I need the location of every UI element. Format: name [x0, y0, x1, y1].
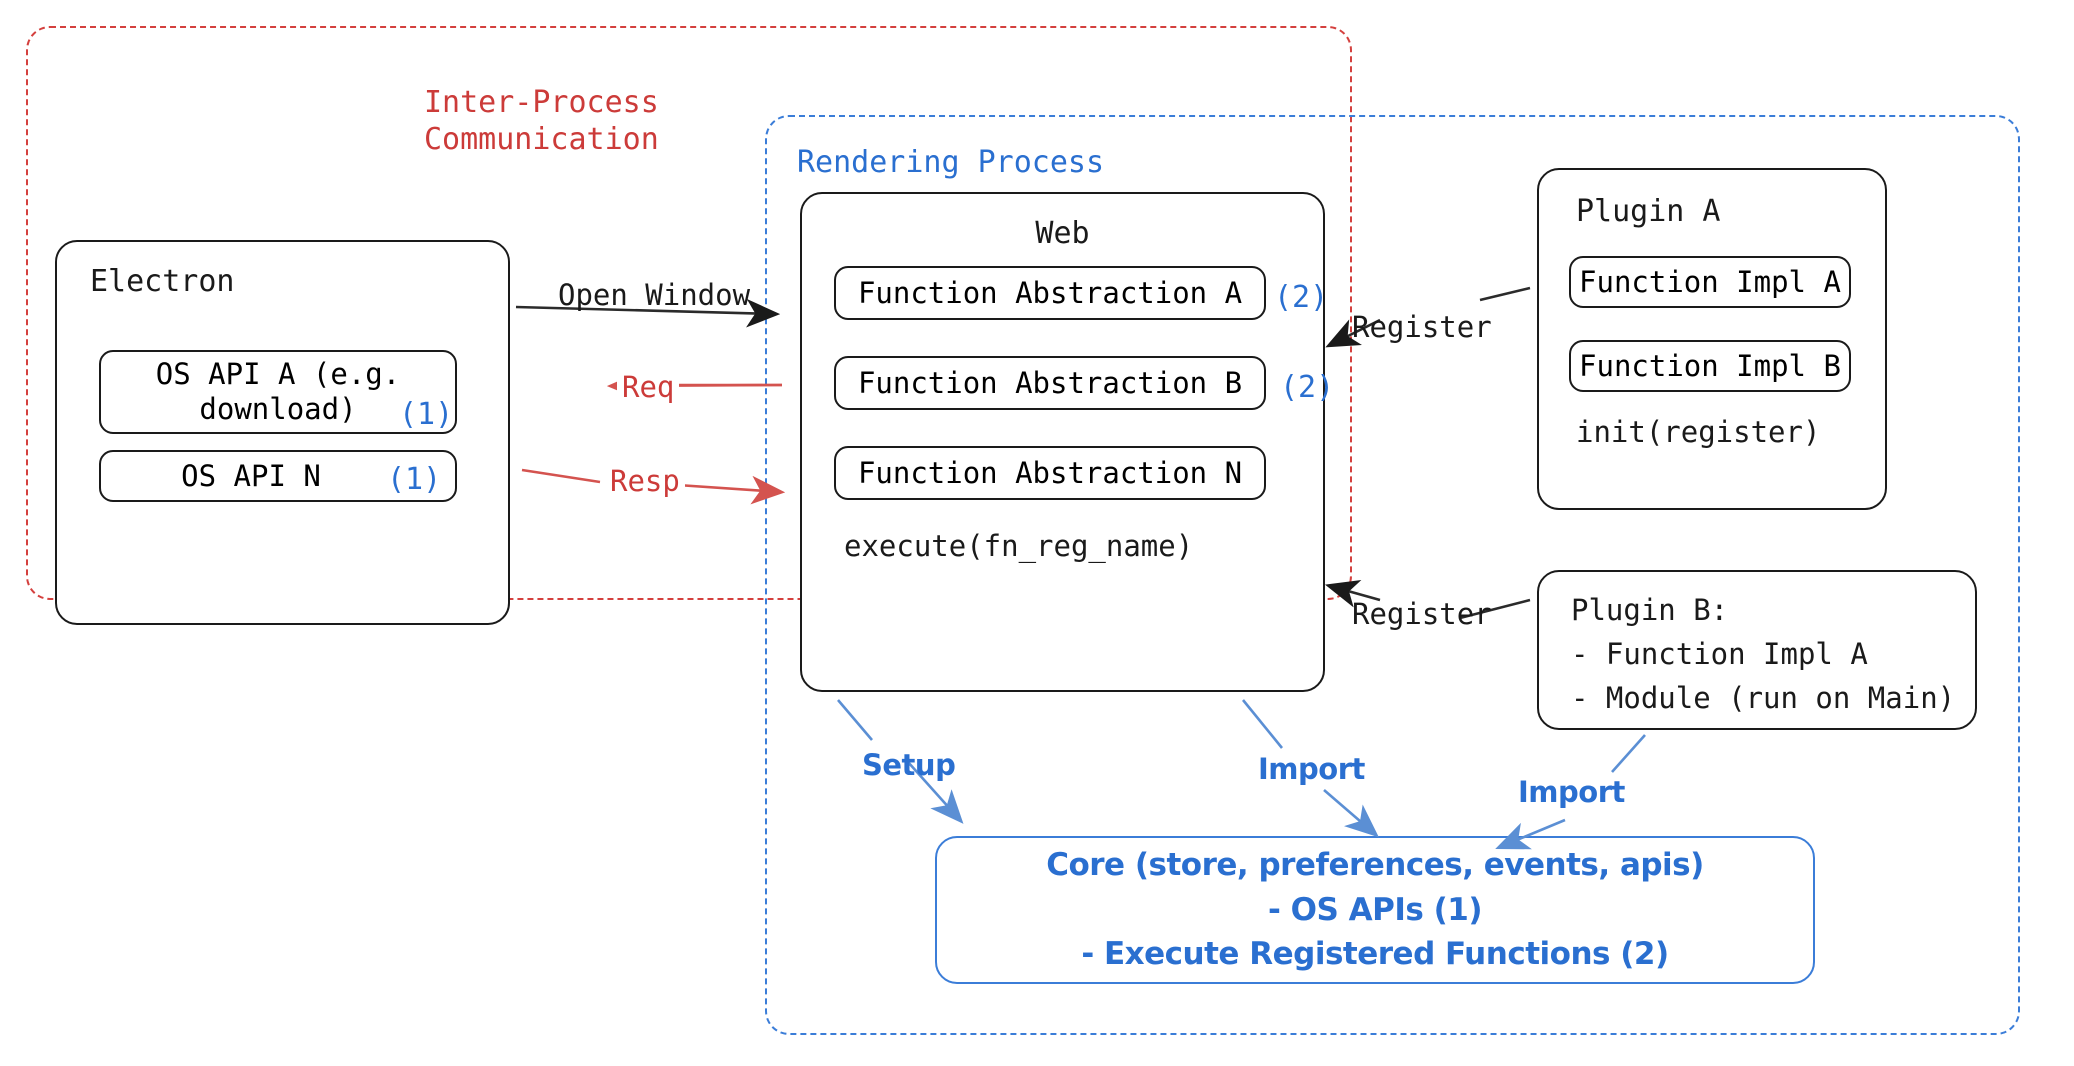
arrow-register-b-label: Register — [1352, 597, 1492, 631]
arrow-req-label: Req — [617, 370, 680, 406]
os-api-n-label: OS API N — [181, 459, 321, 493]
os-api-n-marker: (1) — [387, 462, 442, 497]
function-abstraction-b-label: Function Abstraction B — [857, 366, 1243, 400]
function-abstraction-a-label: Function Abstraction A — [857, 276, 1243, 310]
plugin-b-module: - Module (run on Main) — [1571, 681, 1956, 715]
rendering-process-label: Rendering Process — [797, 145, 1105, 180]
plugin-a-function-impl-a-box: Function Impl A — [1569, 256, 1851, 308]
function-abstraction-b-marker: (2) — [1280, 370, 1335, 405]
os-api-a-box: OS API A (e.g. download) — [99, 350, 457, 434]
function-abstraction-n-box: Function Abstraction N — [834, 446, 1266, 500]
arrow-setup-label: Setup — [862, 748, 956, 782]
function-abstraction-b-box: Function Abstraction B — [834, 356, 1266, 410]
arrow-import-web-label: Import — [1258, 752, 1365, 786]
core-box: Core (store, preferences, events, apis) … — [935, 836, 1815, 984]
arrow-resp-label: Resp — [605, 464, 685, 500]
rendering-process-region-boundary — [765, 115, 2020, 1035]
core-line-3: - Execute Registered Functions (2) — [1081, 936, 1669, 973]
web-box: Web Function Abstraction A (2) Function … — [800, 192, 1334, 692]
core-line-2: - OS APIs (1) — [1267, 891, 1483, 928]
function-abstraction-a-marker: (2) — [1274, 280, 1329, 315]
plugin-b-title: Plugin B: — [1571, 593, 1729, 627]
arrow-register-a-label: Register — [1352, 310, 1492, 344]
plugin-b-box: Plugin B: - Function Impl A - Module (ru… — [1537, 570, 1977, 730]
arrow-open-window-label: Open Window — [558, 278, 751, 312]
plugin-a-function-impl-b-box: Function Impl B — [1569, 340, 1851, 392]
ipc-region-boundary — [26, 26, 1352, 600]
plugin-a-box: Plugin A Function Impl A Function Impl B… — [1537, 168, 1887, 510]
plugin-a-title: Plugin A — [1576, 194, 1721, 229]
plugin-a-init-label: init(register) — [1576, 415, 1821, 449]
os-api-n-box: OS API N — [99, 450, 457, 502]
web-title: Web — [1035, 216, 1090, 251]
electron-box: Electron OS API A (e.g. download) (1) OS… — [55, 240, 510, 625]
os-api-a-label: OS API A (e.g. download) — [155, 357, 401, 426]
electron-title: Electron — [90, 264, 235, 299]
web-execute-label: execute(fn_reg_name) — [844, 529, 1194, 563]
function-abstraction-n-label: Function Abstraction N — [857, 456, 1243, 490]
os-api-a-marker: (1) — [399, 397, 454, 432]
plugin-a-function-impl-b-label: Function Impl B — [1579, 349, 1841, 383]
plugin-a-function-impl-a-label: Function Impl A — [1579, 265, 1841, 299]
arrow-import-plugin-label: Import — [1518, 775, 1625, 809]
function-abstraction-a-box: Function Abstraction A — [834, 266, 1266, 320]
core-line-1: Core (store, preferences, events, apis) — [1046, 846, 1704, 883]
plugin-b-function-impl-a: - Function Impl A — [1571, 637, 1868, 671]
